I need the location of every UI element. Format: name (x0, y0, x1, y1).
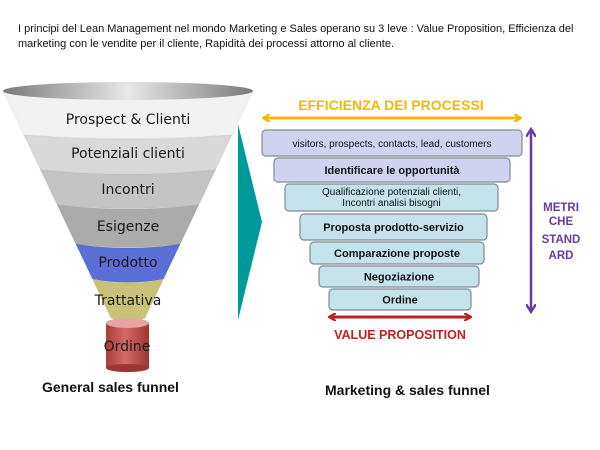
funnel-stage-label: Potenziali clienti (71, 146, 185, 162)
funnel-stage-label: Incontri (101, 182, 154, 198)
funnel-stage-label: Trattativa (94, 293, 162, 309)
marketing-step-label: Incontri analisi bisogni (342, 198, 440, 209)
metrics-label-line: METRI (543, 202, 579, 214)
intro-text: I principi del Lean Management nel mondo… (18, 23, 574, 50)
order-cylinder-base (106, 364, 149, 372)
marketing-step-label: Proposta prodotto-servizio (323, 222, 464, 234)
funnel-stage-label: Prodotto (98, 255, 157, 271)
marketing-step: Proposta prodotto-servizio (299, 213, 488, 241)
funnel-rim (3, 82, 253, 100)
marketing-step-label: Ordine (382, 295, 417, 307)
marketing-step-label: Comparazione proposte (334, 248, 460, 260)
marketing-step: Comparazione proposte (309, 241, 485, 265)
marketing-step-box (309, 241, 485, 265)
marketing-step-box (299, 213, 488, 241)
funnel-stage-label: Ordine (104, 339, 151, 355)
marketing-step: visitors, prospects, contacts, lead, cus… (261, 129, 523, 157)
funnel-stage-band (74, 243, 182, 283)
marketing-funnel-caption: Marketing & sales funnel (325, 382, 490, 398)
efficiency-label: EFFICIENZA DEI PROCESSI (298, 97, 483, 113)
funnel-stage-band (56, 204, 200, 248)
marketing-step: Qualificazione potenziali clienti,Incont… (284, 183, 499, 212)
marketing-step-label: visitors, prospects, contacts, lead, cus… (293, 139, 492, 150)
marketing-sales-funnel: visitors, prospects, contacts, lead, cus… (261, 129, 523, 311)
metrics-label-line: STAND (542, 234, 581, 246)
marketing-step-label: Qualificazione potenziali clienti, (322, 187, 461, 198)
marketing-step-box (273, 157, 511, 183)
marketing-step-label: Identificare le opportunità (324, 165, 460, 177)
funnel-stage-band (39, 169, 217, 209)
marketing-step-label: Negoziazione (364, 272, 434, 284)
marketing-step-box (284, 183, 499, 212)
marketing-step-box (261, 129, 523, 157)
order-cylinder-top (106, 318, 149, 328)
metrics-label-line: CHE (549, 216, 574, 228)
connector-arrow-icon (238, 124, 262, 320)
funnel-stage-band (23, 134, 233, 174)
marketing-step-box (328, 288, 472, 311)
funnel-stage-label: Esigenze (97, 219, 159, 235)
order-cylinder-body (106, 323, 149, 368)
marketing-step-box (318, 265, 480, 288)
marketing-step: Ordine (328, 288, 472, 311)
marketing-step: Identificare le opportunità (273, 157, 511, 183)
metrics-label-line: ARD (549, 250, 574, 262)
marketing-step: Negoziazione (318, 265, 480, 288)
general-funnel-caption: General sales funnel (42, 379, 179, 395)
metrics-label: METRI CHE STAND ARD (542, 202, 581, 262)
value-proposition-label: VALUE PROPOSITION (334, 328, 466, 342)
funnel-stage-label: Prospect & Clienti (66, 112, 190, 128)
